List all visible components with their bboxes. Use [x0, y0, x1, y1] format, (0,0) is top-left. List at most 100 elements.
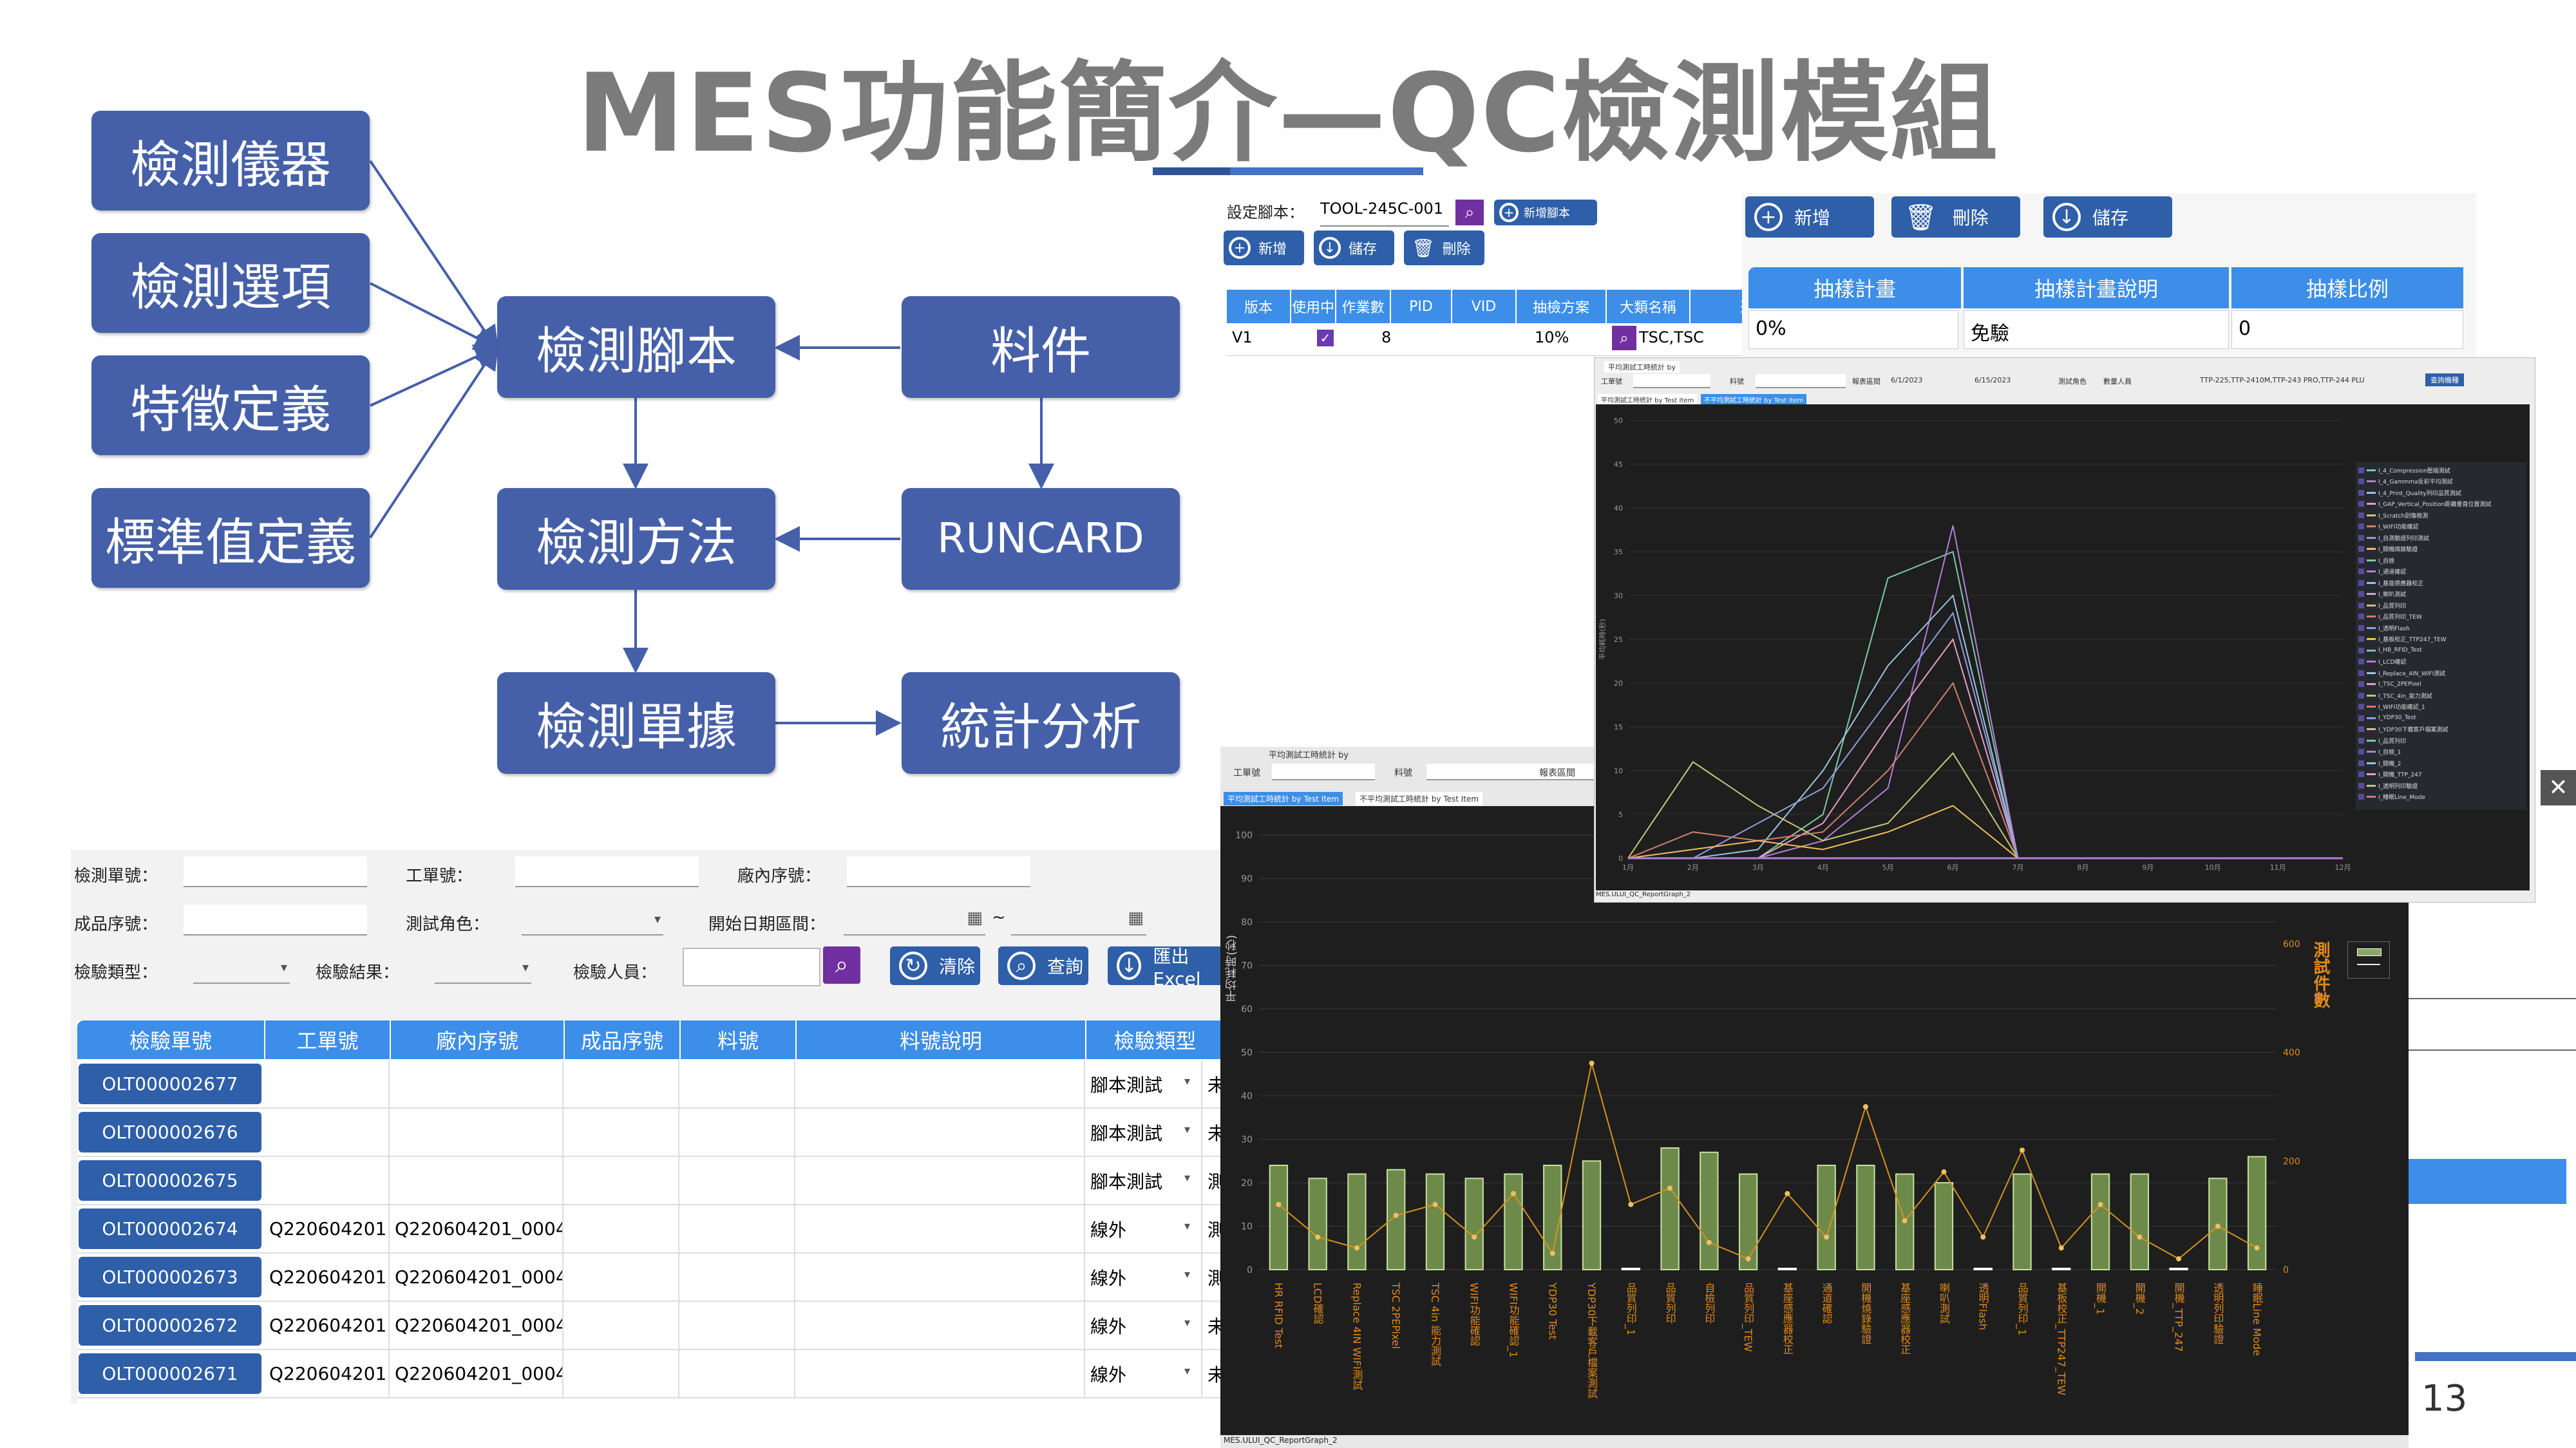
legend-entry[interactable]: I_開機燒錄驗證	[2358, 544, 2524, 554]
product-serial-input[interactable]	[184, 905, 367, 936]
legend-checkbox[interactable]	[2358, 760, 2364, 766]
script-col-header[interactable]: 大類名稱	[1607, 290, 1689, 323]
legend-checkbox[interactable]	[2358, 726, 2364, 732]
line-items-value[interactable]: TTP-225,TTP-2410M,TTP-243 PRO,TTP-244 PL…	[2200, 376, 2365, 384]
in-use-checkbox[interactable]: ✓	[1317, 330, 1334, 346]
doc-number-button[interactable]: OLT000002677	[79, 1064, 261, 1104]
doc-number-button[interactable]: OLT000002675	[79, 1160, 261, 1201]
search-icon[interactable]: ⌕	[1455, 200, 1484, 225]
legend-checkbox[interactable]	[2358, 715, 2364, 721]
legend-checkbox[interactable]	[2358, 467, 2364, 473]
legend-checkbox[interactable]	[2358, 647, 2364, 653]
legend-entry[interactable]: I_基板校正_TTP247_TEW	[2358, 634, 2524, 644]
legend-entry[interactable]: I_LCD確認	[2358, 657, 2524, 667]
legend-checkbox[interactable]	[2358, 794, 2364, 800]
test-type-select[interactable]: 線外	[1086, 1254, 1202, 1301]
legend-checkbox[interactable]	[2358, 659, 2364, 664]
legend-checkbox[interactable]	[2358, 557, 2364, 563]
sampling-plan-cell[interactable]: 0%	[1748, 310, 1958, 349]
line-report-tab[interactable]: 平均測試工時統計 by	[1604, 361, 1680, 373]
legend-checkbox[interactable]	[2358, 681, 2364, 687]
tester-input[interactable]	[683, 948, 820, 986]
col-header-sampling-ratio[interactable]: 抽樣比例	[2231, 267, 2463, 308]
legend-entry[interactable]: I_品質列印	[2358, 600, 2524, 610]
clear-button[interactable]: ↻清除	[890, 946, 980, 985]
sampling-delete-button[interactable]: 🗑刪除	[1891, 196, 2020, 238]
legend-entry[interactable]: I_TSC_4in_能力測試	[2358, 690, 2524, 700]
script-col-header[interactable]: PID	[1391, 290, 1451, 323]
doc-number-button[interactable]: OLT000002672	[79, 1305, 261, 1346]
export-excel-button[interactable]: ↓匯出Excel	[1108, 946, 1224, 985]
legend-checkbox[interactable]	[2358, 771, 2364, 777]
test-type-select[interactable]: 線外	[1086, 1350, 1202, 1397]
legend-checkbox[interactable]	[2358, 569, 2364, 574]
legend-entry[interactable]: I_透明Flash	[2358, 623, 2524, 633]
legend-entry[interactable]: I_開機_TTP_247	[2358, 769, 2524, 780]
legend-entry[interactable]: I_品質列印_TEW	[2358, 612, 2524, 622]
legend-entry[interactable]: I_品質列印	[2358, 735, 2524, 746]
line-filter-item-input[interactable]	[1756, 374, 1846, 388]
factory-serial-input[interactable]	[847, 856, 1030, 887]
legend-checkbox[interactable]	[2358, 579, 2364, 586]
legend-checkbox[interactable]	[2358, 692, 2364, 699]
legend-entry[interactable]: I_透明列印驗證	[2358, 780, 2524, 791]
legend-entry[interactable]: I_通道確認	[2358, 567, 2524, 577]
legend-checkbox[interactable]	[2358, 670, 2364, 676]
search-icon[interactable]: ⌕	[823, 946, 860, 984]
legend-entry[interactable]: I_開機_2	[2358, 758, 2524, 768]
test-type-select[interactable]: 腳本測試	[1086, 1060, 1202, 1107]
query-button[interactable]: ⌕查詢	[998, 946, 1088, 985]
legend-checkbox[interactable]	[2358, 625, 2364, 631]
save-button[interactable]: ↓儲存	[1314, 230, 1394, 265]
delete-button[interactable]: 🗑刪除	[1404, 230, 1484, 265]
col-header-sampling-plan[interactable]: 抽樣計畫	[1748, 267, 1961, 308]
legend-entry[interactable]: I_TSC_2PEPixel	[2358, 679, 2524, 690]
legend-entry[interactable]: I_自測驗證列印測試	[2358, 532, 2524, 543]
legend-checkbox[interactable]	[2358, 602, 2364, 608]
test-type-select[interactable]: 線外	[1086, 1205, 1202, 1252]
script-col-header[interactable]: VID	[1452, 290, 1515, 323]
legend-entry[interactable]: I_GAP_Vertical_Position距離垂直位置測試	[2358, 499, 2524, 509]
legend-entry[interactable]: I_4_Gammma反彩平均測試	[2358, 476, 2524, 487]
legend-entry[interactable]: I_基座感應器校正	[2358, 578, 2524, 588]
test-type-select[interactable]: 腳本測試	[1086, 1157, 1202, 1204]
doc-number-button[interactable]: OLT000002676	[79, 1112, 261, 1152]
legend-entry[interactable]: I_HB_RFID_Test	[2358, 645, 2524, 655]
legend-entry[interactable]: I_喇叭測試	[2358, 589, 2524, 599]
new-button[interactable]: +新增	[1224, 230, 1304, 265]
date-from-input[interactable]: ▦	[844, 905, 985, 936]
legend-entry[interactable]: I_自檢	[2358, 555, 2524, 565]
legend-checkbox[interactable]	[2358, 737, 2364, 744]
legend-checkbox[interactable]	[2358, 704, 2364, 710]
legend-entry[interactable]: I_Replace_4IN_WIFI測試	[2358, 668, 2524, 678]
legend-entry[interactable]: I_YDP30下載客戶檔案測試	[2358, 724, 2524, 735]
test-type-select[interactable]: 線外	[1086, 1302, 1202, 1349]
test-role-select[interactable]: ▾	[522, 905, 663, 936]
script-table-row[interactable]: V1 ✓ 8 10% ⌕ TSC,TSC	[1227, 323, 1819, 356]
legend-entry[interactable]: I_4_Compression壓縮測試	[2358, 465, 2524, 475]
search-icon[interactable]: ⌕	[1612, 326, 1636, 350]
doc-number-button[interactable]: OLT000002671	[79, 1353, 261, 1394]
test-type-select[interactable]: 腳本測試	[1086, 1109, 1202, 1156]
legend-entry[interactable]: I_自檢_1	[2358, 747, 2524, 757]
legend-checkbox[interactable]	[2358, 512, 2364, 518]
line-tab-1[interactable]: 平均測試工時統計 by Test Item	[1598, 394, 1698, 405]
work-order-input[interactable]	[515, 856, 699, 887]
bar-tab-active[interactable]: 平均測試工時統計 by Test Item	[1224, 792, 1343, 805]
legend-checkbox[interactable]	[2358, 501, 2364, 507]
legend-checkbox[interactable]	[2358, 489, 2364, 496]
legend-checkbox[interactable]	[2358, 614, 2364, 619]
line-tab-2[interactable]: 不平均測試工時統計 by Test Item	[1701, 394, 1807, 405]
legend-checkbox[interactable]	[2358, 749, 2364, 755]
col-header-wo[interactable]: 工單號	[265, 1020, 390, 1059]
script-col-header[interactable]: 作業數	[1336, 290, 1390, 323]
line-role-select[interactable]: 數量人員	[2103, 377, 2132, 386]
sampling-desc-cell[interactable]: 免驗	[1964, 310, 2229, 349]
bar-filter-item-input[interactable]	[1426, 764, 1594, 780]
legend-checkbox[interactable]	[2358, 523, 2364, 529]
script-input[interactable]: TOOL-245C-001	[1320, 200, 1449, 227]
